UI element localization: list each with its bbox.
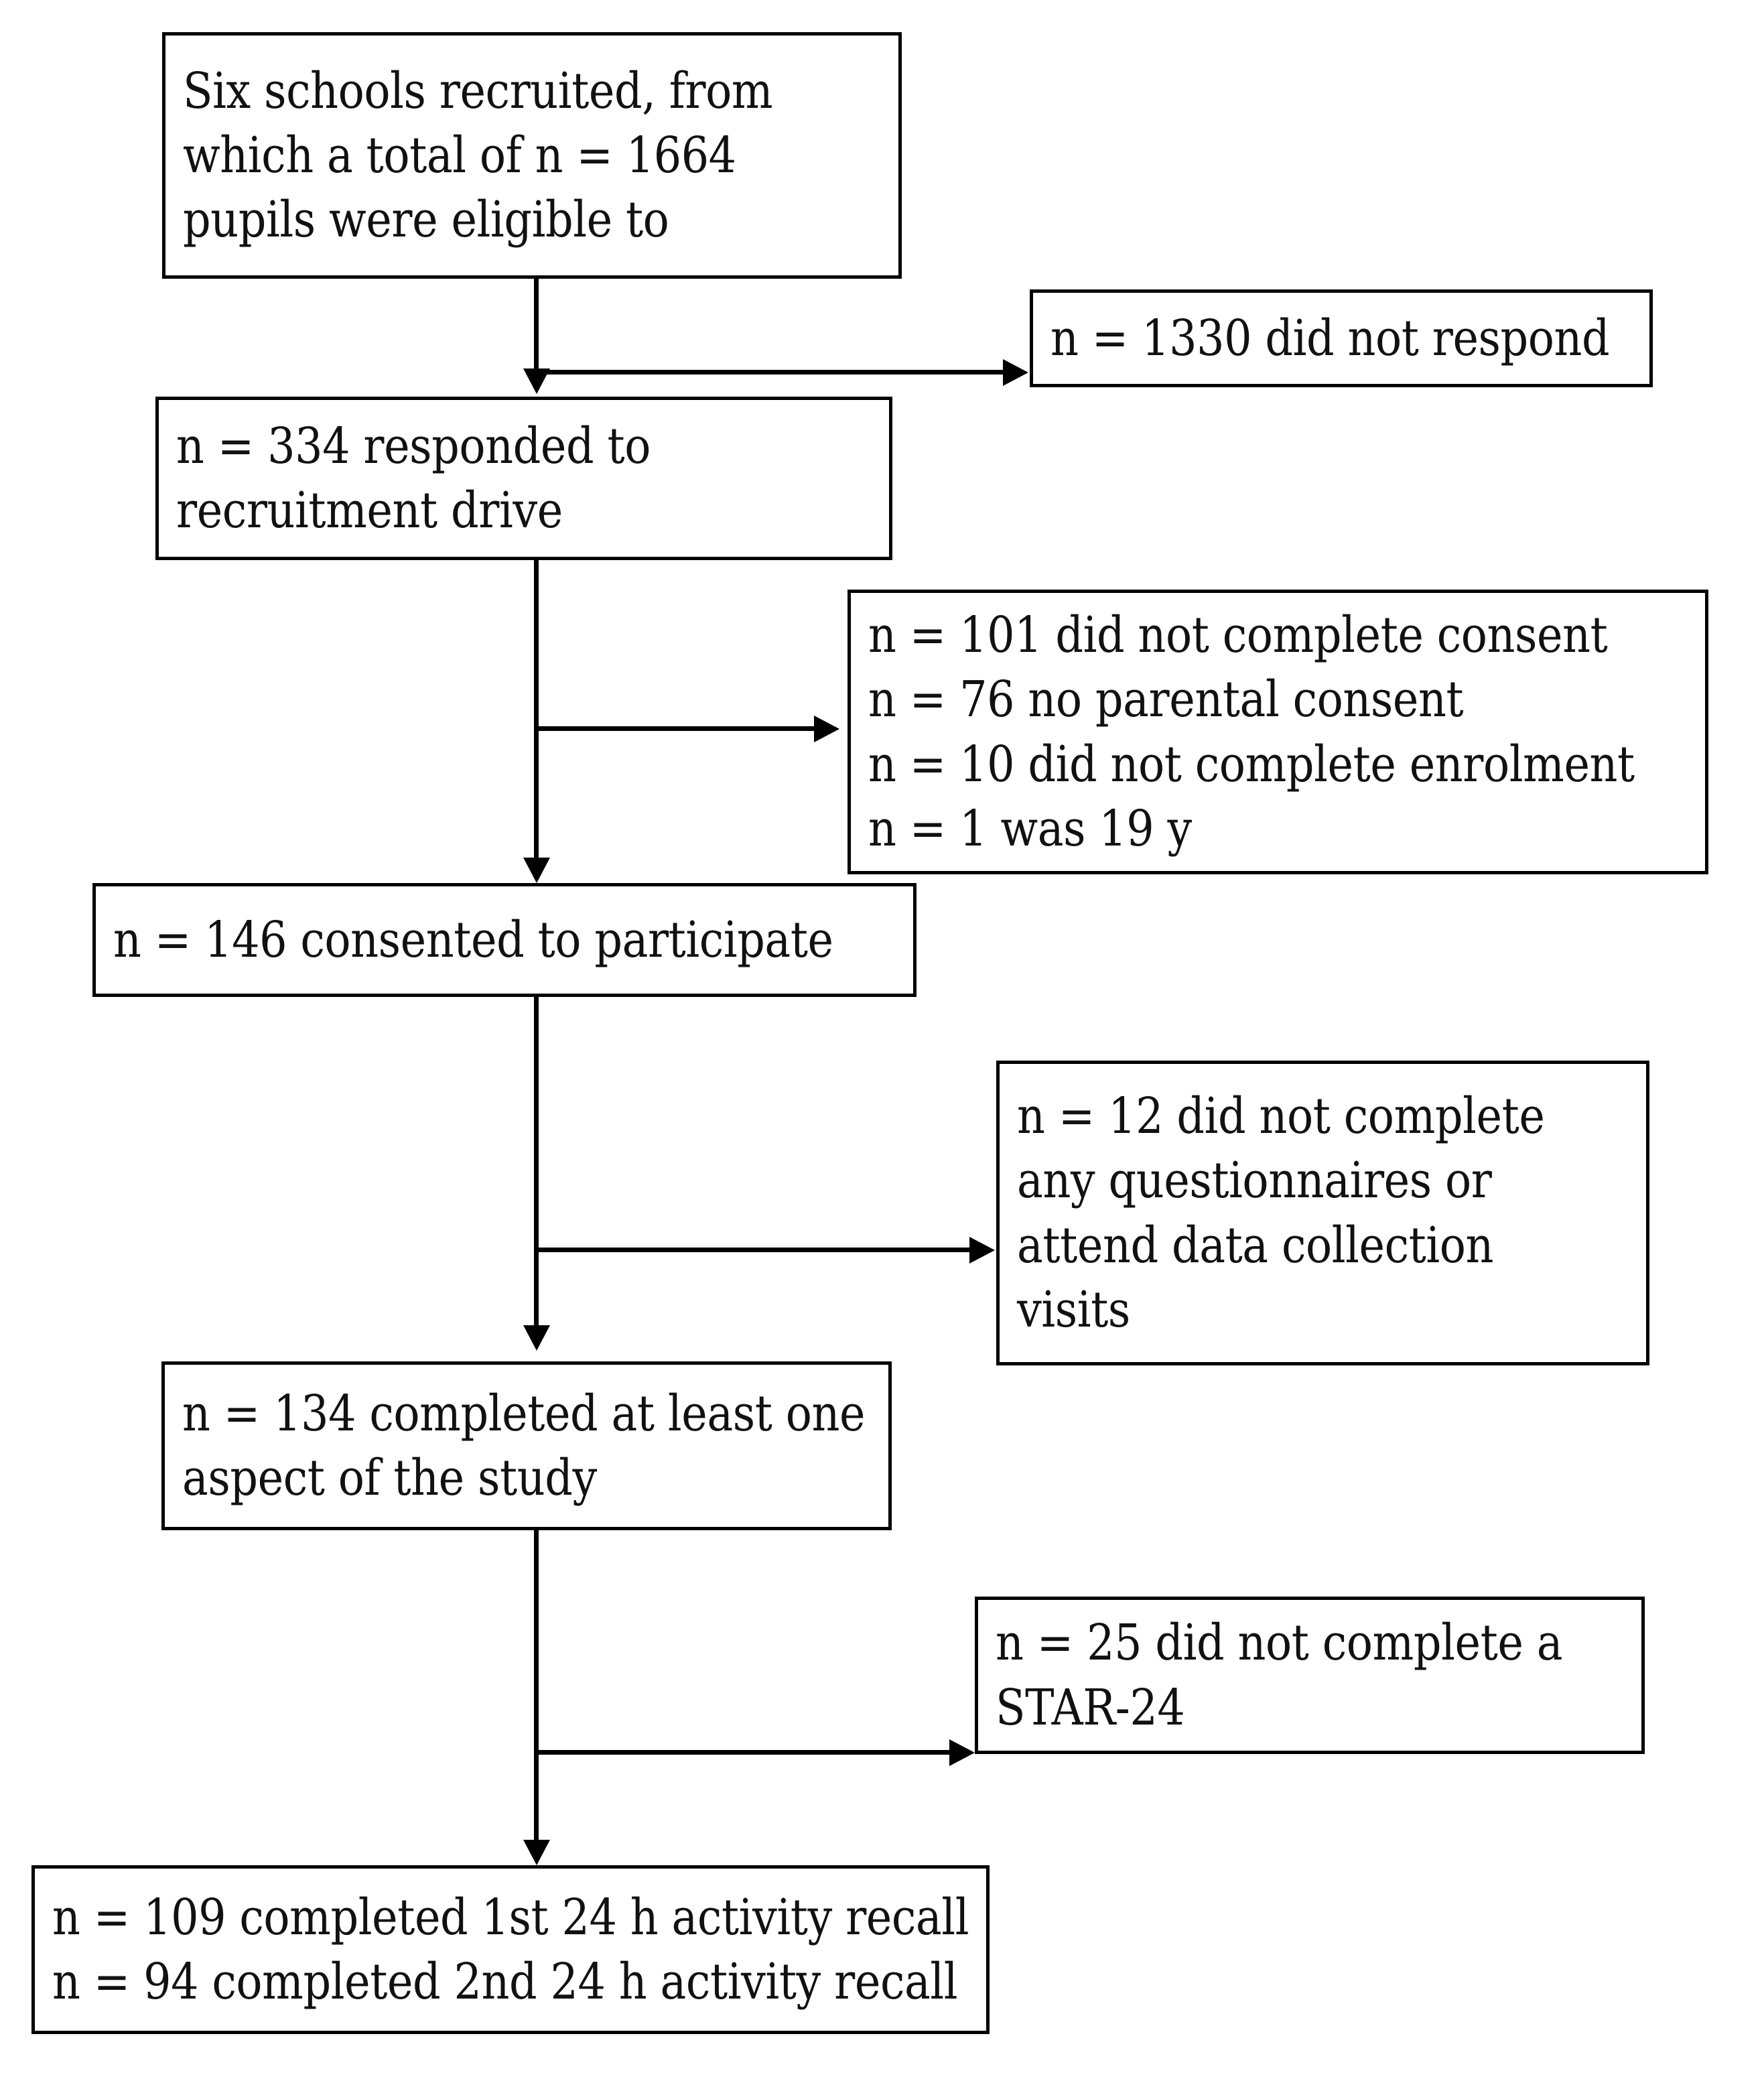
arrowhead-to-no-star24 [949,1739,975,1766]
node-responded: n = 334 responded to recruitment drive [155,397,892,560]
node-no-star24-line-1: n = 25 did not complete a [996,1614,1563,1672]
node-consent-exclusions-text: n = 101 did not complete consent n = 76 … [851,603,1705,861]
connector-recruited-to-not-respond [534,370,1003,375]
node-recruited-line-3: pupils were eligible to [183,191,669,249]
arrowhead-to-not-respond [1003,359,1028,386]
node-no-questionnaires-line-3: attend data collection [1017,1216,1494,1274]
connector-responded-to-consented [534,560,539,872]
node-no-questionnaires-text: n = 12 did not complete any questionnair… [1000,1084,1646,1342]
node-completed-one-aspect-line-2: aspect of the study [182,1449,597,1507]
node-completed-one-aspect-text: n = 134 completed at least one aspect of… [165,1382,888,1510]
node-completed-one-aspect: n = 134 completed at least one aspect of… [161,1361,892,1530]
node-no-questionnaires: n = 12 did not complete any questionnair… [996,1061,1649,1365]
connector-consented-to-no-questionnaires [534,1248,969,1252]
arrowhead-to-no-questionnaires [969,1237,995,1264]
node-consented: n = 146 consented to participate [92,883,917,997]
node-recruited-text: Six schools recruited, from which a tota… [165,59,898,253]
connector-recruited-to-responded [534,279,539,383]
connector-consented-to-completed [534,997,539,1339]
node-consent-exclusions-line-1: n = 101 did not complete consent [868,606,1608,665]
node-consented-line-1: n = 146 consented to participate [113,911,833,969]
node-responded-text: n = 334 responded to recruitment drive [159,414,889,543]
arrowhead-to-completed-one-aspect [523,1325,550,1351]
node-recalls-text: n = 109 completed 1st 24 h activity reca… [35,1885,986,2014]
arrowhead-to-responded [523,368,550,394]
node-consent-exclusions: n = 101 did not complete consent n = 76 … [847,590,1708,874]
node-recruited-line-2: which a total of n = 1664 [183,126,736,184]
node-recalls-line-1: n = 109 completed 1st 24 h activity reca… [52,1888,969,1946]
node-no-questionnaires-line-2: any questionnaires or [1017,1152,1492,1210]
node-responded-line-2: recruitment drive [176,482,563,539]
node-consent-exclusions-line-2: n = 76 no parental consent [868,671,1464,729]
node-not-respond-text: n = 1330 did not respond [1033,306,1649,371]
arrowhead-to-consented [523,858,550,883]
node-no-star24: n = 25 did not complete a STAR-24 [975,1597,1645,1754]
node-no-questionnaires-line-1: n = 12 did not complete [1017,1087,1545,1146]
node-no-questionnaires-line-4: visits [1017,1280,1130,1339]
node-recalls-line-2: n = 94 completed 2nd 24 h activity recal… [52,1953,958,2011]
connector-completed-to-no-star24 [534,1750,949,1755]
arrowhead-to-consent-exclusions [814,716,839,742]
node-responded-line-1: n = 334 responded to [176,417,651,475]
node-recalls: n = 109 completed 1st 24 h activity reca… [31,1865,990,2034]
node-no-star24-text: n = 25 did not complete a STAR-24 [978,1611,1641,1739]
node-consent-exclusions-line-4: n = 1 was 19 y [868,799,1192,858]
connector-completed-to-recalls [534,1530,539,1859]
node-completed-one-aspect-line-1: n = 134 completed at least one [182,1384,866,1442]
node-no-star24-line-2: STAR-24 [996,1678,1185,1737]
node-consented-text: n = 146 consented to participate [96,908,913,972]
connector-responded-to-consent-exclusions [534,726,814,731]
node-recruited-line-1: Six schools recruited, from [183,62,773,120]
node-not-respond-line-1: n = 1330 did not respond [1050,309,1610,367]
node-recruited: Six schools recruited, from which a tota… [162,32,902,279]
arrowhead-to-recalls [523,1840,550,1865]
node-consent-exclusions-line-3: n = 10 did not complete enrolment [868,735,1635,793]
node-not-respond: n = 1330 did not respond [1030,289,1653,387]
